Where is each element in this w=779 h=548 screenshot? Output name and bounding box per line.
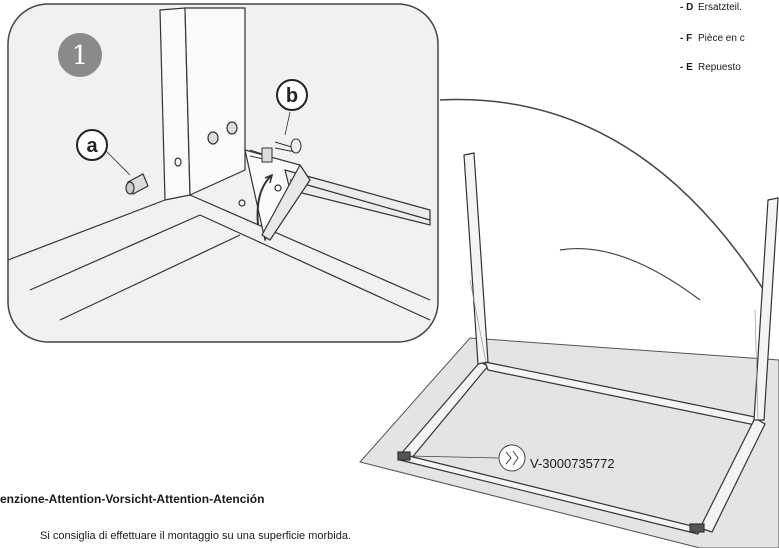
caution-title: enzione-Attention-Vorsicht-Attention-Ate…	[0, 492, 265, 506]
svg-text:a: a	[86, 135, 98, 157]
part-number: V-3000735772	[530, 456, 615, 471]
svg-text:b: b	[286, 85, 298, 107]
caution-text: Si consiglia di effettuare il montaggio …	[40, 530, 352, 542]
callout-b: b	[276, 79, 308, 111]
callout-a: a	[76, 129, 108, 161]
detail-connector-arc-outer	[439, 98, 771, 301]
svg-text:1: 1	[72, 41, 89, 71]
label-glyph-icon	[505, 450, 519, 466]
step-number-badge: 1	[58, 33, 102, 77]
part-label-marker	[409, 444, 526, 472]
table-frame	[397, 361, 766, 535]
detail-drawing	[7, 7, 431, 321]
detail-connector-arc-inner	[559, 247, 701, 301]
table-legs	[463, 152, 779, 421]
